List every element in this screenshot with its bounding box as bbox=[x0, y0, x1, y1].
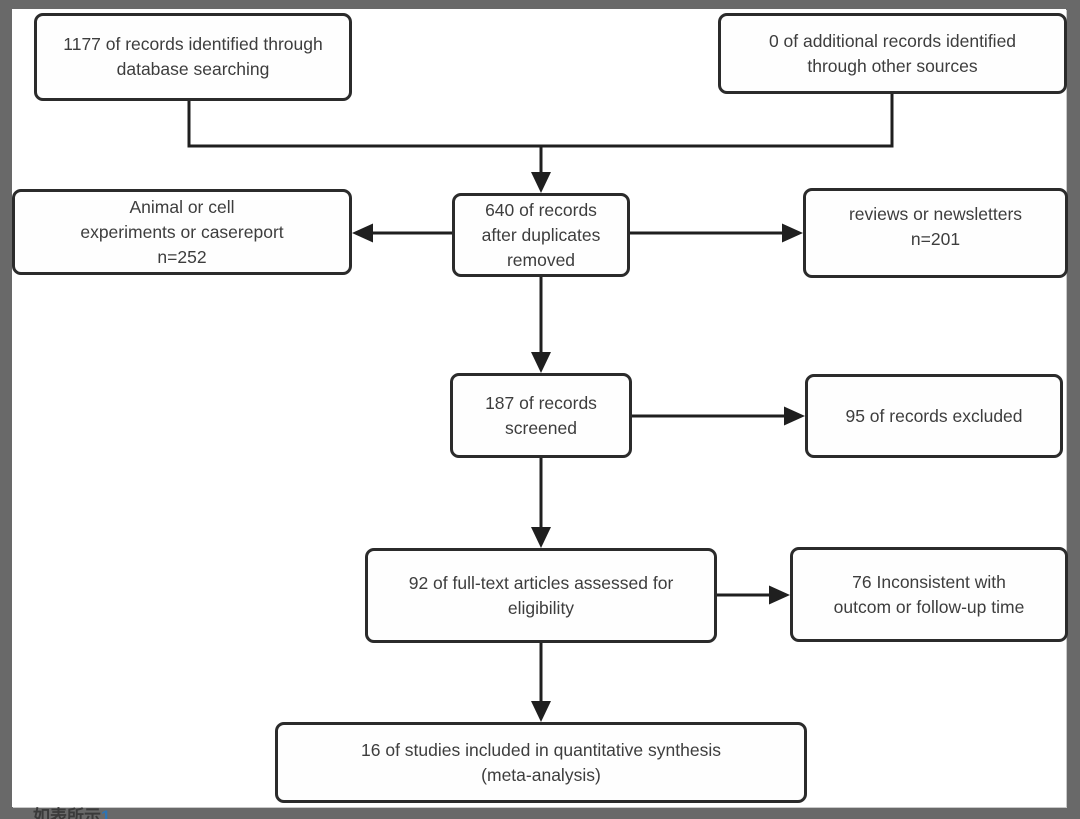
node-fulltext-assessed: 92 of full-text articles assessed for el… bbox=[365, 548, 717, 643]
node-records-identified-text: 1177 of records identified through datab… bbox=[63, 34, 323, 79]
node-records-excluded: 95 of records excluded bbox=[805, 374, 1063, 458]
node-excluded-inconsistent-text: 76 Inconsistent with outcom or follow-up… bbox=[833, 571, 1025, 617]
citation-link[interactable]: 1 bbox=[101, 807, 111, 819]
figure-caption: 如表所示1 bbox=[33, 806, 110, 819]
node-excluded-reviews-newsletters-text: reviews or newsletters n=201 bbox=[848, 204, 1023, 249]
node-after-duplicates-removed-text: 640 of records after duplicates removed bbox=[481, 199, 601, 270]
caption-text: 如表所示 bbox=[33, 807, 101, 819]
node-records-screened-text: 187 of records screened bbox=[485, 392, 597, 438]
node-studies-included-text: 16 of studies included in quantitative s… bbox=[361, 739, 721, 785]
node-excluded-animal-cell: Animal or cell experiments or casereport… bbox=[12, 189, 352, 275]
node-studies-included: 16 of studies included in quantitative s… bbox=[275, 722, 807, 803]
node-excluded-animal-cell-text: Animal or cell experiments or casereport… bbox=[80, 196, 284, 267]
node-additional-records: 0 of additional records identified throu… bbox=[718, 13, 1067, 94]
node-additional-records-text: 0 of additional records identified throu… bbox=[768, 30, 1017, 76]
node-records-screened: 187 of records screened bbox=[450, 373, 632, 458]
node-excluded-inconsistent: 76 Inconsistent with outcom or follow-up… bbox=[790, 547, 1068, 642]
node-after-duplicates-removed: 640 of records after duplicates removed bbox=[452, 193, 630, 277]
node-records-excluded-text: 95 of records excluded bbox=[845, 405, 1023, 426]
node-fulltext-assessed-text: 92 of full-text articles assessed for el… bbox=[408, 572, 674, 618]
node-records-identified: 1177 of records identified through datab… bbox=[34, 13, 352, 101]
node-excluded-reviews-newsletters: reviews or newsletters n=201 bbox=[803, 188, 1068, 278]
